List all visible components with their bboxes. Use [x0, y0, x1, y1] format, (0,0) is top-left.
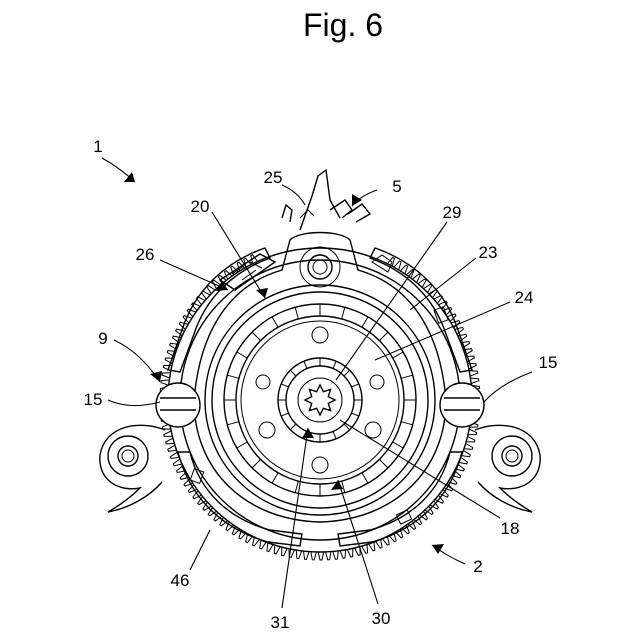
label-15-right: 15: [539, 353, 558, 372]
label-2: 2: [473, 557, 482, 576]
toothed-ring: [160, 248, 480, 560]
label-24: 24: [515, 288, 534, 307]
label-46: 46: [171, 571, 190, 590]
inner-housing: [205, 285, 435, 515]
label-20: 20: [191, 197, 210, 216]
label-29: 29: [443, 203, 462, 222]
label-9: 9: [98, 329, 107, 348]
left-mounting-lug: [100, 425, 165, 512]
label-5: 5: [392, 177, 401, 196]
right-mounting-lug: [475, 425, 540, 512]
label-30: 30: [372, 609, 391, 628]
figure-title: Fig. 6: [303, 7, 383, 43]
label-26: 26: [136, 245, 155, 264]
label-18: 18: [501, 519, 520, 538]
left-screw: [156, 383, 200, 427]
label-23: 23: [479, 243, 498, 262]
right-screw: [440, 383, 484, 427]
arc-slots: [168, 248, 472, 546]
hole-disk: [256, 327, 384, 473]
label-25: 25: [264, 168, 283, 187]
label-31: 31: [271, 613, 290, 632]
label-1: 1: [93, 137, 102, 156]
label-15-left: 15: [84, 390, 103, 409]
central-hub: [278, 358, 362, 442]
